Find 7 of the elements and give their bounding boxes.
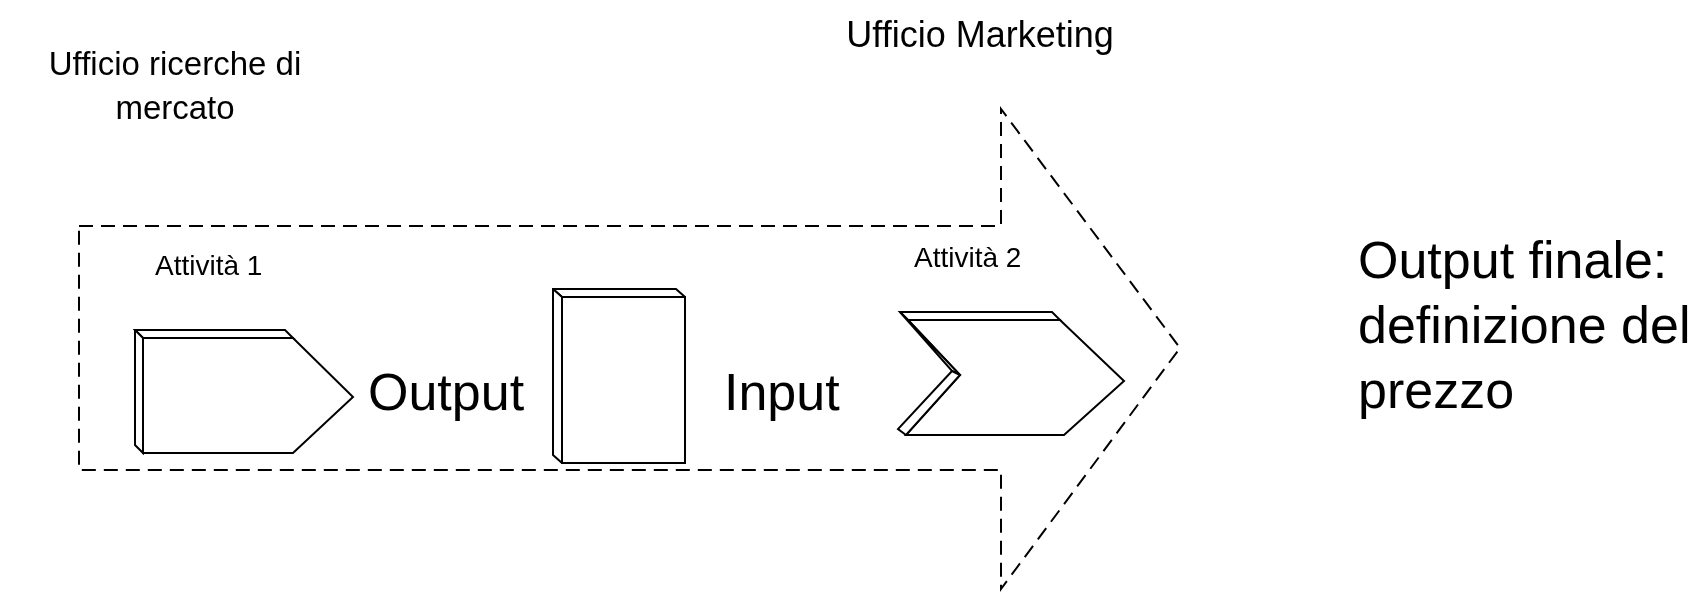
activity-label: Attività 2 (914, 241, 1022, 275)
text-label: Ufficio Marketing (845, 13, 1115, 57)
activity-label: Attività 1 (155, 249, 263, 283)
text-label: Ufficio ricerche di mercato (47, 44, 303, 128)
text-label: Output (368, 362, 526, 423)
text-label: Output finale: definizione del prezzo (1358, 230, 1692, 421)
text-label: Input (724, 362, 841, 423)
